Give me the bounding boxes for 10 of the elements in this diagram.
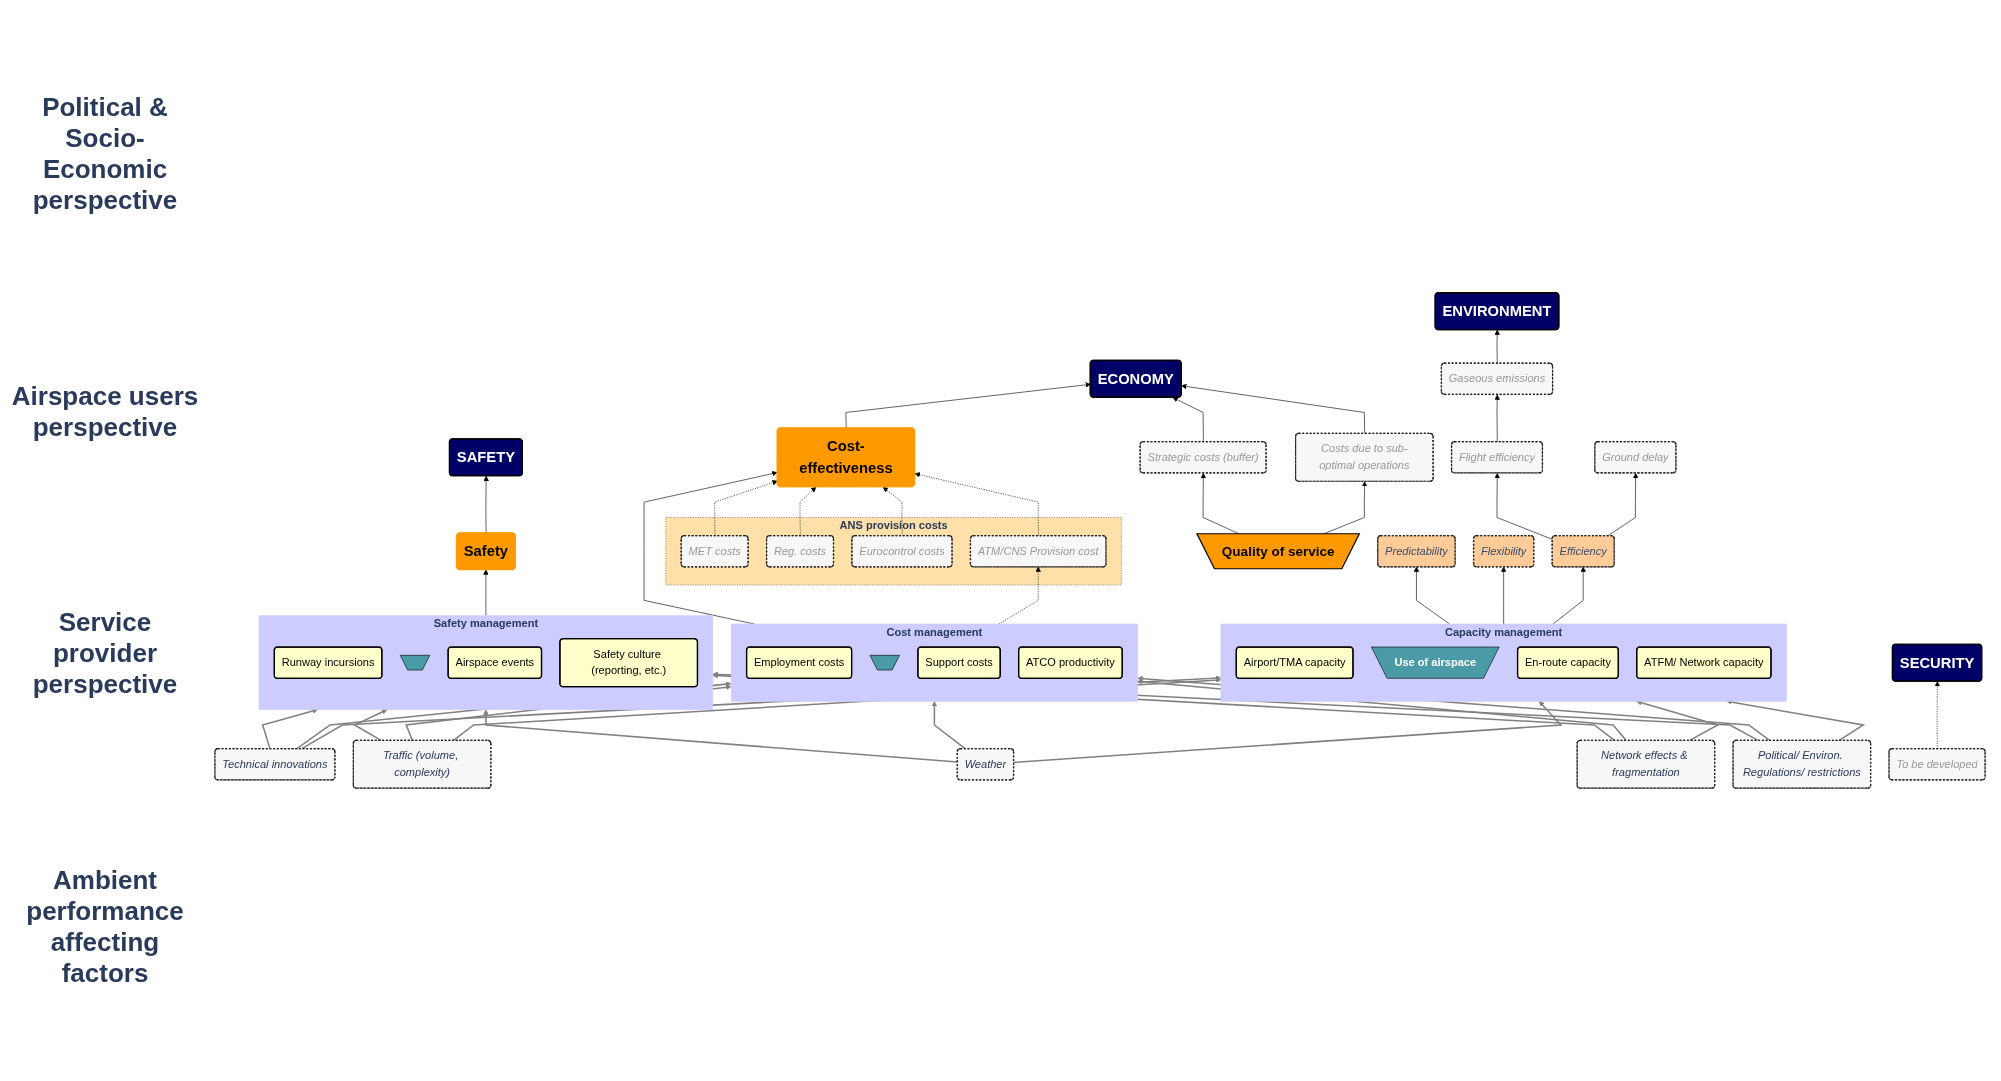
node-trapezoid [399,655,431,671]
perspective-label: Airspace users perspective [10,380,200,443]
arrow [261,708,318,750]
arrow [353,709,388,742]
perspective-label: Political & Socio-Economic perspective [31,92,179,217]
perspective-label: Service provider perspective [31,607,179,701]
arrow [1636,700,1720,742]
node-trapezoid [869,655,900,671]
perspective-label: Ambient performance affecting factors [25,864,185,989]
arrow [931,701,966,750]
